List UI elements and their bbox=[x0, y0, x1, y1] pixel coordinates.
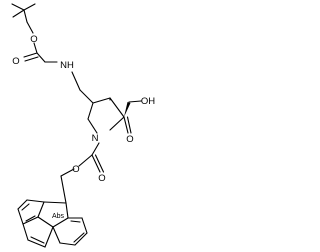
atom-label-carbamate-nh: NH bbox=[60, 60, 74, 71]
atom-label-fmoc-ester-o: O bbox=[72, 164, 79, 175]
bond bbox=[22, 216, 39, 225]
boc-carbamate bbox=[23, 42, 81, 91]
double-bond bbox=[24, 56, 39, 62]
bond bbox=[22, 223, 29, 241]
bond bbox=[128, 100, 142, 103]
bond bbox=[33, 42, 38, 54]
bond bbox=[91, 142, 100, 156]
aromatic-inner-bond bbox=[73, 232, 85, 243]
aromatic-inner-bond bbox=[21, 203, 30, 211]
aromatic-inner-bond bbox=[30, 236, 45, 244]
bond bbox=[71, 71, 81, 91]
bond bbox=[17, 199, 28, 210]
carboxylic-acid bbox=[123, 100, 142, 134]
bond bbox=[60, 175, 67, 204]
bond bbox=[43, 201, 67, 204]
atom-label-boc-ester-o: O bbox=[30, 34, 37, 45]
atom-labels: O O NH N OH O O O Abs bbox=[12, 34, 155, 220]
aromatic-inner-bond bbox=[70, 220, 81, 223]
fluorenyl-group bbox=[17, 199, 88, 248]
bond bbox=[60, 168, 75, 177]
bond bbox=[11, 3, 25, 11]
double-bond bbox=[91, 154, 101, 173]
fmoc-carbamate bbox=[60, 142, 105, 204]
bond bbox=[12, 9, 25, 18]
double-bond bbox=[23, 52, 38, 58]
bond bbox=[37, 216, 54, 228]
stereo-label-abs: Abs bbox=[52, 213, 65, 220]
double-bond bbox=[123, 116, 129, 134]
bond bbox=[59, 242, 76, 246]
bond bbox=[87, 118, 98, 134]
bond bbox=[81, 217, 88, 234]
bond bbox=[109, 97, 125, 118]
bond bbox=[27, 239, 46, 248]
bond bbox=[26, 21, 34, 34]
stereo-wedge-bond bbox=[124, 102, 131, 117]
bond bbox=[44, 226, 54, 248]
bond bbox=[37, 201, 45, 218]
double-bond bbox=[94, 154, 105, 173]
aromatic-inner-bond bbox=[25, 215, 36, 222]
double-bond bbox=[126, 116, 132, 134]
bond bbox=[36, 52, 46, 63]
tert-butyl-group bbox=[11, 3, 36, 34]
atom-label-fmoc-carbonyl-o: O bbox=[98, 173, 105, 184]
bond bbox=[92, 97, 111, 104]
atom-label-acid-oh: OH bbox=[141, 96, 155, 107]
bond bbox=[65, 202, 69, 219]
bond bbox=[26, 199, 45, 203]
molecule-structure: O O NH N OH O O O Abs bbox=[11, 3, 155, 248]
atom-label-boc-carbonyl-o: O bbox=[12, 56, 19, 67]
bond bbox=[79, 89, 94, 104]
bond bbox=[52, 226, 61, 244]
bond bbox=[87, 102, 94, 120]
bond bbox=[78, 154, 93, 167]
bond bbox=[23, 3, 36, 11]
bond bbox=[23, 9, 28, 23]
bond bbox=[109, 116, 125, 131]
bond bbox=[17, 208, 24, 225]
bond bbox=[74, 232, 88, 246]
bond bbox=[52, 217, 69, 228]
pyrrolidine-ring bbox=[79, 89, 125, 134]
atom-label-ring-n: N bbox=[92, 133, 99, 144]
atom-label-acid-carbonyl-o: O bbox=[126, 134, 133, 145]
